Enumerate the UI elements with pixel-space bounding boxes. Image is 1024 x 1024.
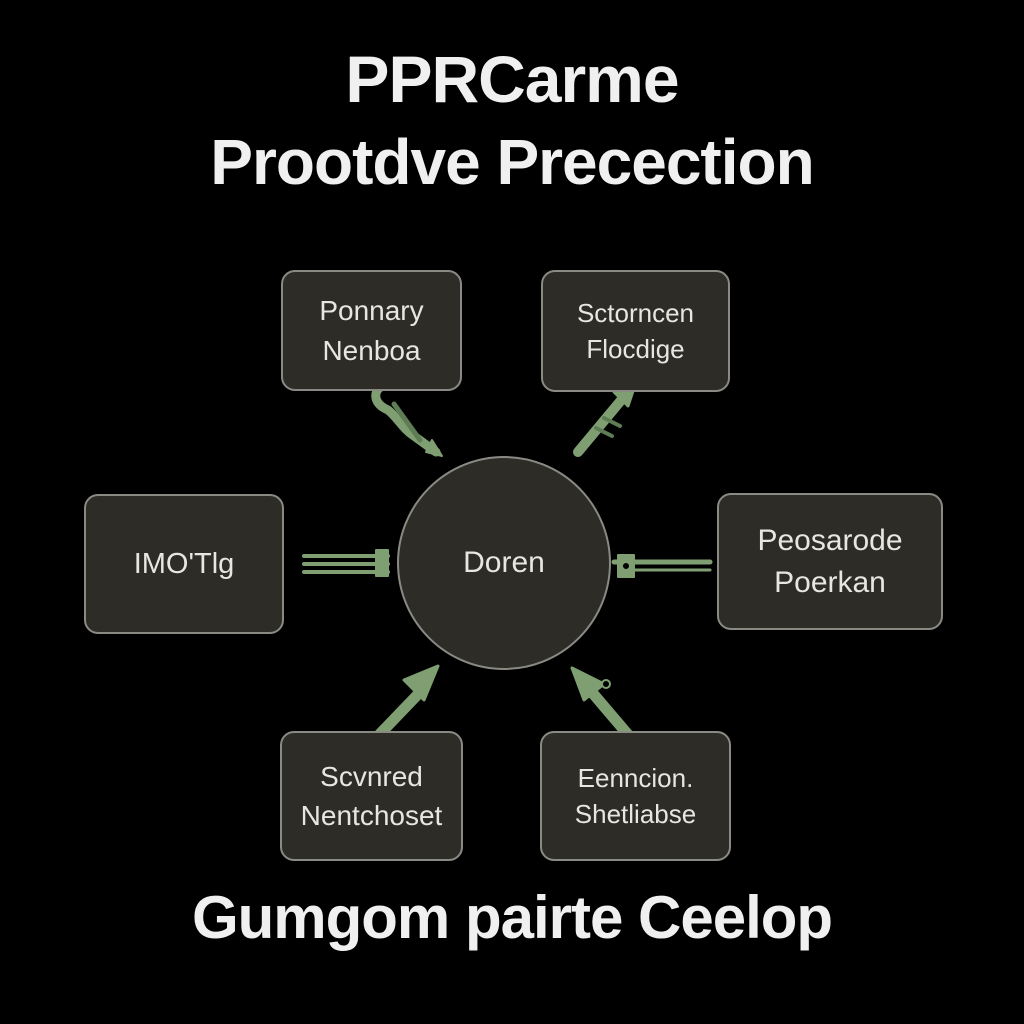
node-bottom-right-line-2: Shetliabse — [574, 799, 697, 829]
node-left-line-1: IMO'Tlg — [133, 547, 235, 580]
hub-circle: Doren — [397, 456, 611, 670]
node-top-right-line-2: Flocdige — [586, 334, 685, 364]
node-bottom-left-line-2: Nentchoset — [300, 800, 443, 831]
node-top-left: Ponnary Nenboa — [281, 270, 462, 391]
connector-left — [302, 549, 390, 577]
node-top-left-line-2: Nenboa — [322, 334, 421, 366]
node-right: Peosarode Poerkan — [717, 493, 943, 630]
node-bottom-right: Eenncion. Shetliabse — [540, 731, 731, 861]
diagram-footer: Gumgom pairte Ceelop — [191, 884, 833, 951]
node-right-line-1: Peosarode — [757, 523, 903, 557]
node-left: IMO'Tlg — [84, 494, 284, 634]
node-top-right-line-1: Sctorncen — [576, 297, 695, 328]
hub-label: Doren — [463, 546, 545, 579]
diagram-title-line-2: Prootdve Precection — [210, 126, 814, 198]
connector-top-left — [371, 381, 443, 457]
node-bottom-right-line-1: Eenncion. — [577, 762, 694, 793]
connector-bottom-left — [370, 664, 440, 744]
diagram-title-line-1: PPRCarme — [345, 42, 679, 116]
node-top-left-line-1: Ponnary — [319, 295, 424, 327]
connector-top-right — [573, 380, 638, 457]
node-bottom-left: Scvnred Nentchoset — [280, 731, 463, 861]
node-top-right: Sctorncen Flocdige — [541, 270, 730, 392]
node-right-line-2: Poerkan — [774, 565, 886, 599]
connector-right — [611, 554, 713, 578]
node-bottom-left-line-1: Scvnred — [320, 760, 423, 792]
